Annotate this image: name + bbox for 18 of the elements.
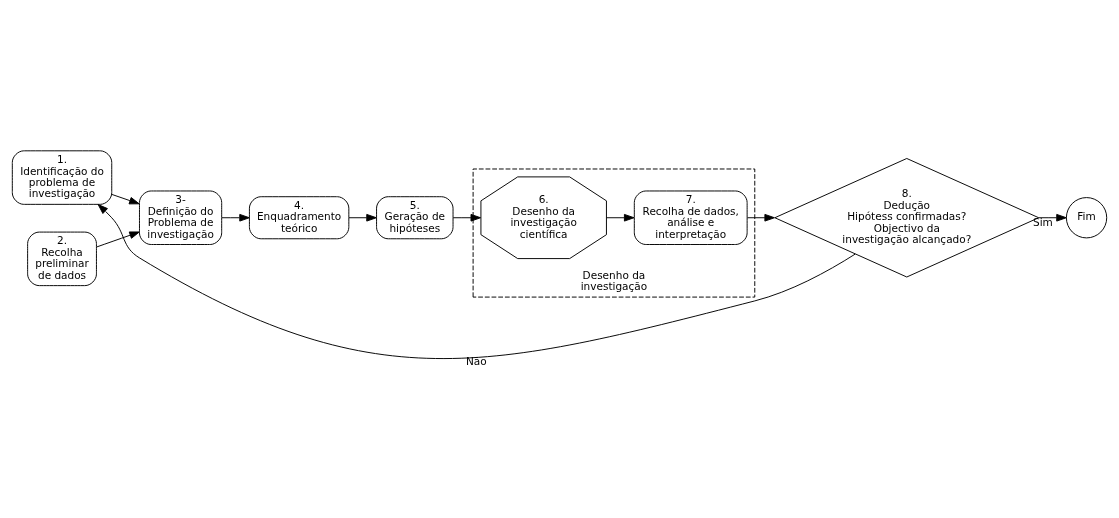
- edge-label: Sim: [1033, 215, 1053, 228]
- arrow: [1038, 213, 1067, 222]
- arrow: [746, 213, 775, 222]
- arrow: [606, 213, 635, 222]
- node-box: 2. Recolha preliminar de dados: [27, 231, 97, 286]
- arrow: [96, 230, 140, 247]
- arrow: [111, 193, 140, 204]
- arrow: [348, 213, 377, 222]
- node-box: 4. Enquadramento teórico: [248, 195, 350, 239]
- arrow: [452, 213, 482, 222]
- node-box: 5. Geração de hipóteses: [376, 195, 454, 239]
- node-circle: Fim: [1065, 196, 1108, 238]
- edge-label: Não: [465, 354, 487, 367]
- arrow: [97, 203, 856, 359]
- node-box: 7. Recolha de dados, análise e interpretação: [633, 190, 748, 245]
- arrow: [221, 213, 250, 222]
- node-box: 3- Definição do Problema de investigação: [139, 190, 223, 245]
- node-box: 1. Identificação do problema de investigação: [11, 149, 113, 205]
